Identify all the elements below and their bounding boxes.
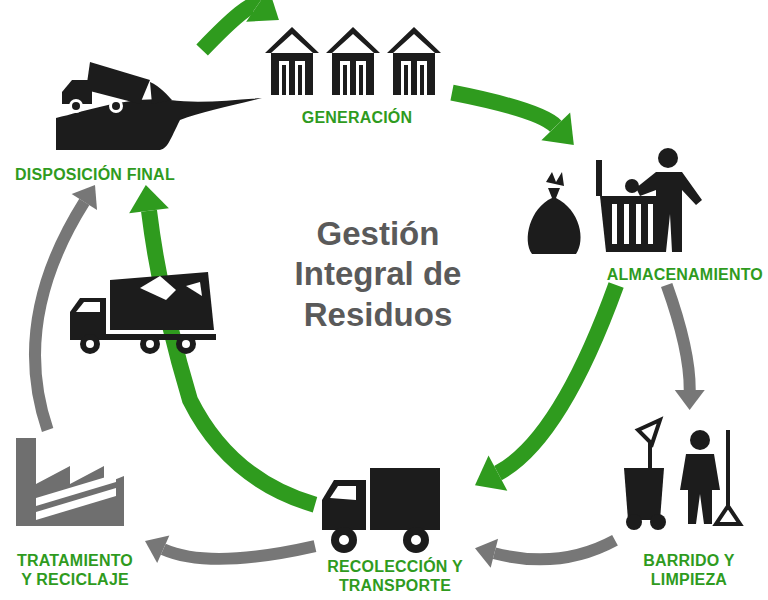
sweeping-icon: [624, 420, 740, 530]
arrow-head: [246, 0, 279, 22]
arrow-head: [129, 185, 169, 213]
stage-label: ALMACENAMIENTO: [607, 266, 763, 285]
landfill-icon: [56, 62, 262, 150]
arrow-head: [475, 539, 498, 568]
stage-node: GENERACIÓN: [262, 20, 452, 128]
arrow-head: [675, 390, 705, 410]
stage-node: DISPOSICIÓN FINAL: [15, 50, 260, 185]
stage-node: ALMACENAMIENTO: [520, 145, 763, 285]
stage-node: BARRIDO Y LIMPIEZA: [615, 410, 763, 590]
factory-icon: [16, 438, 124, 526]
stage-label: RECOLECCIÓN Y TRANSPORTE: [320, 558, 470, 596]
arrow-head: [541, 112, 573, 145]
cycle-arrow: [498, 285, 616, 473]
garbage-truck-icon: [70, 272, 216, 354]
side-arrow: [667, 285, 690, 390]
arrow-head: [475, 455, 507, 490]
arrow-head: [145, 536, 169, 563]
cycle-arrow: [149, 211, 315, 505]
storage-icon: [528, 148, 702, 254]
side-arrow: [494, 540, 615, 559]
side-arrow: [163, 546, 315, 559]
stage-label: DISPOSICIÓN FINAL: [15, 166, 175, 185]
houses-icon: [265, 27, 441, 95]
stage-label: GENERACIÓN: [302, 109, 412, 128]
arrow-head: [72, 185, 97, 210]
stage-node: TRATAMIENTO Y RECICLAJE: [5, 430, 145, 590]
cycle-arrow: [452, 93, 556, 127]
truck-icon: [322, 468, 440, 553]
stage-node: RECOLECCIÓN Y TRANSPORTE: [315, 460, 475, 596]
diagram-title: Gestión Integral de Residuos: [273, 214, 483, 335]
stage-label: TRATAMIENTO Y RECICLAJE: [10, 552, 140, 590]
cycle-arrow: [202, 5, 257, 50]
stage-label: BARRIDO Y LIMPIEZA: [629, 552, 749, 590]
